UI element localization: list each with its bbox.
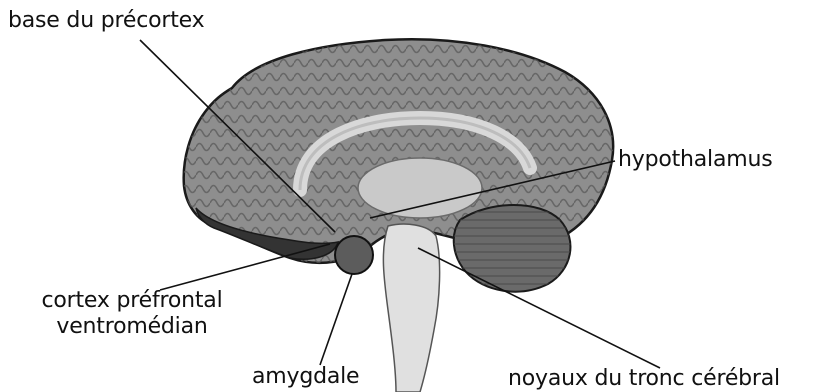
label-base-precortex: base du précortex [8, 8, 204, 34]
brainstem [383, 224, 439, 392]
label-cortex-line1: cortex préfrontal [16, 288, 248, 314]
label-amygdale: amygdale [252, 364, 359, 390]
label-noyaux-tronc: noyaux du tronc cérébral [508, 366, 780, 392]
label-hypothalamus: hypothalamus [618, 147, 772, 173]
leader-line-cortex [160, 244, 330, 290]
thalamus-region [358, 158, 482, 218]
leader-line-amygdale [320, 274, 352, 365]
amygdala-region [335, 236, 373, 274]
label-cortex-line2: ventromédian [16, 314, 248, 340]
label-cortex-prefrontal: cortex préfrontal ventromédian [16, 288, 248, 340]
